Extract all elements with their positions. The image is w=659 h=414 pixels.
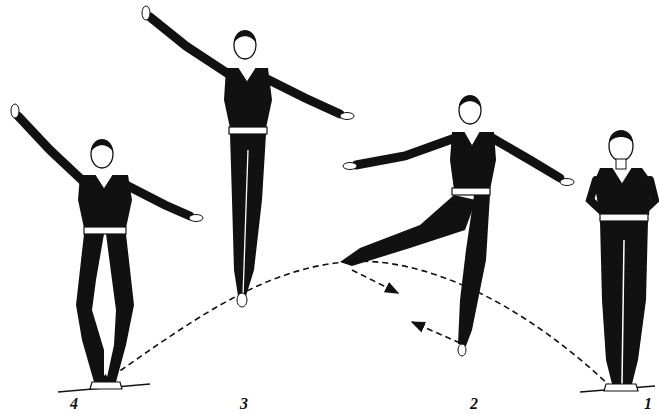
- callout-number: 4: [70, 396, 78, 412]
- dancer-figure: [340, 95, 574, 356]
- jump-trajectory: [98, 261, 612, 388]
- floor-line: [58, 384, 655, 392]
- callout-number: 3: [240, 396, 248, 412]
- dancer-figure: [590, 130, 655, 391]
- dancer-figure: [142, 6, 354, 307]
- dancer-figure: [11, 104, 203, 389]
- callout-number: 1: [644, 396, 652, 412]
- callout-number: 2: [470, 396, 478, 412]
